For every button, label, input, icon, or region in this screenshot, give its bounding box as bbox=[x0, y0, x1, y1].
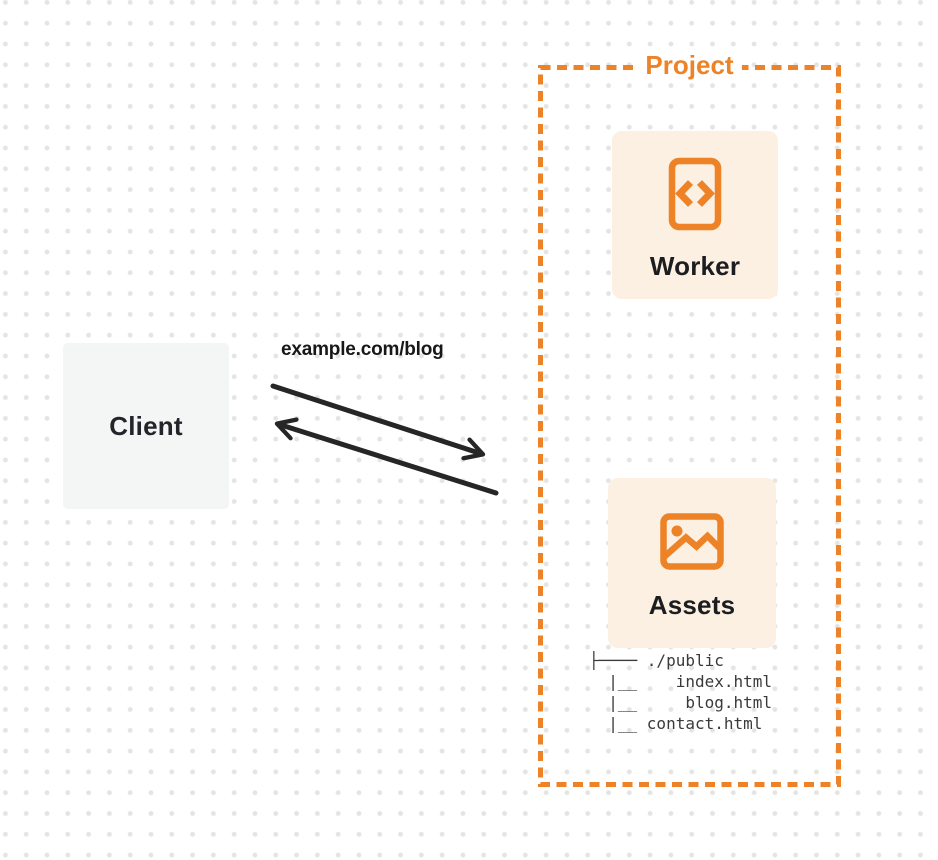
project-container: Project Worker Assets ├──── ./public |__… bbox=[538, 50, 841, 787]
worker-label: Worker bbox=[649, 251, 741, 281]
assets-file-tree: ├──── ./public |__ index.html |__ blog.h… bbox=[589, 651, 773, 733]
request-arrow bbox=[270, 383, 486, 461]
client-label: Client bbox=[109, 410, 183, 441]
code-file-icon bbox=[668, 157, 722, 231]
assets-label: Assets bbox=[648, 590, 736, 620]
image-icon bbox=[660, 513, 724, 570]
request-url-label: example.com/blog bbox=[281, 339, 444, 360]
response-arrow bbox=[274, 417, 499, 496]
project-title: Project bbox=[637, 50, 742, 80]
assets-node: Assets bbox=[608, 478, 776, 648]
client-node: Client bbox=[63, 343, 229, 509]
worker-node: Worker bbox=[612, 131, 778, 299]
